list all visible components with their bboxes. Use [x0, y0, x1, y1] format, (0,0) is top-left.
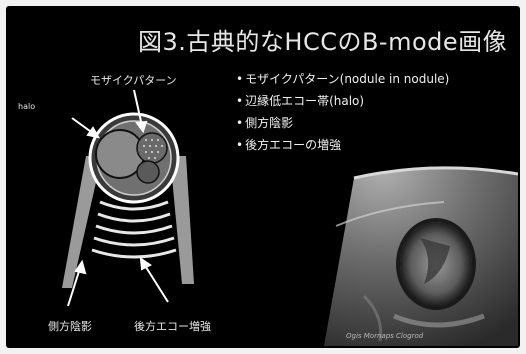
hcc-schematic-diagram	[6, 6, 326, 348]
image-caption: Ogis Mornaps Clogrod	[346, 332, 423, 340]
mosaic-nodule-dotted	[137, 133, 167, 163]
ultrasound-image	[324, 166, 518, 346]
label-halo: halo	[18, 102, 35, 111]
mosaic-nodule-small	[137, 161, 159, 183]
label-lateral-shadow: 側方陰影	[48, 318, 92, 334]
slide: 図3.古典的なHCCのB-mode画像 モザイクパターン(nodule in n…	[6, 6, 520, 348]
posterior-echo-arcs	[92, 202, 176, 257]
label-posterior-echo: 後方エコー増強	[134, 318, 211, 334]
label-mosaic-pattern: モザイクパターン	[90, 72, 177, 88]
